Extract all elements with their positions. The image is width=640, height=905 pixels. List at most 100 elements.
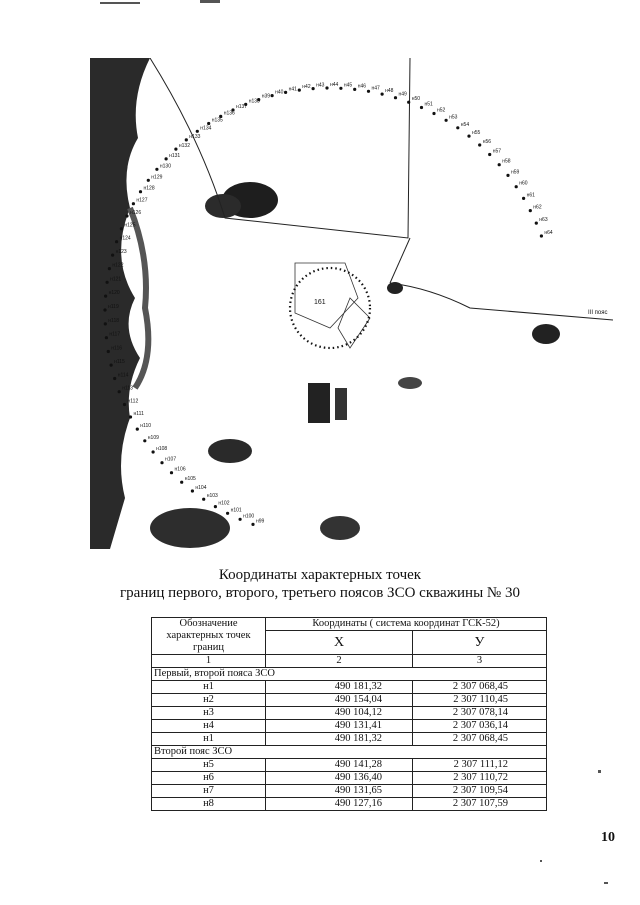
boundary-point (528, 209, 532, 213)
boundary-point-label: н41 (289, 86, 298, 92)
boundary-point-label: н128 (144, 186, 155, 192)
boundary-point-label: н123 (116, 249, 127, 255)
table-row: н1 490 181,32 2 307 068,45 (151, 732, 547, 746)
boundary-point-label: н64 (544, 230, 553, 236)
table-row: н5 490 141,28 2 307 111,12 (151, 758, 547, 772)
terrain-blob (398, 377, 422, 389)
boundary-point (180, 480, 184, 484)
road-line (389, 282, 613, 321)
boundary-point (151, 450, 155, 454)
page-number: 10 (601, 830, 615, 845)
boundary-point-label: н49 (399, 92, 408, 98)
header-col1: Обозначение характерных точек границ (151, 617, 266, 655)
point-y: 2 307 068,45 (412, 680, 547, 694)
boundary-point-label: н127 (136, 198, 147, 204)
terrain-blob (205, 194, 241, 218)
boundary-point (119, 227, 123, 231)
boundary-point-label: н57 (493, 149, 502, 155)
point-name: н4 (151, 719, 266, 733)
boundary-point-label: н44 (330, 82, 339, 88)
boundary-point (128, 415, 133, 419)
boundary-point-label: н117 (109, 332, 120, 338)
boundary-point-label: н111 (134, 411, 145, 417)
boundary-point (353, 87, 357, 91)
boundary-point-label: н50 (412, 96, 421, 102)
scan-speck (540, 860, 542, 862)
boundary-point (103, 322, 107, 326)
boundary-point (497, 163, 501, 167)
point-x: 490 181,32 (265, 732, 413, 746)
boundary-point-label: н113 (122, 386, 133, 392)
outer-circle-points: н99н100н101н102н103н104н105н106н107н108н… (103, 82, 553, 526)
col-number: 2 (265, 654, 413, 668)
boundary-point (325, 86, 329, 90)
boundary-point (109, 363, 113, 367)
terrain-left (90, 58, 150, 549)
point-y: 2 307 110,45 (412, 693, 547, 707)
boundary-point (202, 497, 206, 501)
boundary-point (226, 511, 230, 515)
section-title: Второй пояс ЗСО (151, 745, 547, 759)
point-y: 2 307 068,45 (412, 732, 547, 746)
boundary-point (105, 280, 109, 284)
boundary-point-label: н55 (472, 130, 481, 136)
boundary-point (107, 267, 111, 271)
boundary-point (219, 114, 223, 118)
header-x: X (265, 630, 413, 655)
boundary-point (143, 439, 147, 443)
point-x: 490 131,41 (265, 719, 413, 733)
boundary-point (104, 336, 108, 340)
road-line (149, 58, 411, 239)
boundary-point (522, 196, 526, 200)
boundary-point (106, 349, 110, 354)
boundary-point-label: н114 (118, 373, 129, 379)
point-x: 490 127,16 (265, 797, 413, 811)
scan-speck (604, 882, 608, 884)
boundary-point-label: н120 (109, 290, 120, 296)
boundary-point-label: н56 (483, 139, 492, 145)
scan-speck (598, 770, 601, 773)
boundary-point (284, 90, 288, 94)
terrain-left-texture (127, 206, 152, 390)
point-y: 2 307 111,12 (412, 758, 547, 772)
boundary-point (207, 121, 211, 126)
point-name: н6 (151, 771, 266, 785)
boundary-point (419, 105, 424, 110)
boundary-point (103, 308, 107, 312)
boundary-point (213, 505, 217, 509)
boundary-point-label: н62 (533, 205, 542, 211)
road-line (389, 237, 411, 284)
inner-circle (288, 266, 372, 350)
boundary-point (456, 126, 460, 130)
boundary-point-label: н107 (165, 457, 176, 463)
boundary-point-label: н61 (527, 192, 536, 198)
boundary-point-label: н100 (243, 513, 254, 519)
boundary-point (467, 134, 471, 138)
boundary-point (104, 294, 108, 298)
header-y: У (412, 630, 547, 655)
boundary-point (311, 87, 315, 91)
table-row: н2 490 154,04 2 307 110,45 (151, 693, 547, 707)
doc-title-line1: Координаты характерных точек (218, 567, 422, 583)
boundary-point-label: н119 (108, 304, 119, 310)
boundary-point-label: н103 (207, 493, 218, 499)
boundary-point-label: н108 (156, 446, 167, 452)
boundary-point-label: н105 (185, 476, 196, 482)
boundary-point-label: н137 (236, 104, 247, 110)
boundary-point-label: н135 (212, 118, 223, 124)
point-name: н1 (151, 732, 266, 746)
boundary-point (506, 173, 510, 177)
boundary-point (146, 178, 150, 182)
boundary-point-label: н109 (148, 435, 159, 441)
boundary-point (138, 190, 143, 194)
table-row: н3 490 104,12 2 307 078,14 (151, 706, 547, 720)
boundary-point (407, 100, 411, 104)
boundary-point-label: н138 (249, 98, 260, 104)
point-y: 2 307 107,59 (412, 797, 547, 811)
boundary-point (195, 129, 199, 133)
boundary-point-label: н116 (111, 346, 122, 352)
boundary-point-label: н129 (151, 174, 162, 180)
boundary-point-label: н131 (169, 153, 180, 159)
point-x: 490 136,40 (265, 771, 413, 785)
